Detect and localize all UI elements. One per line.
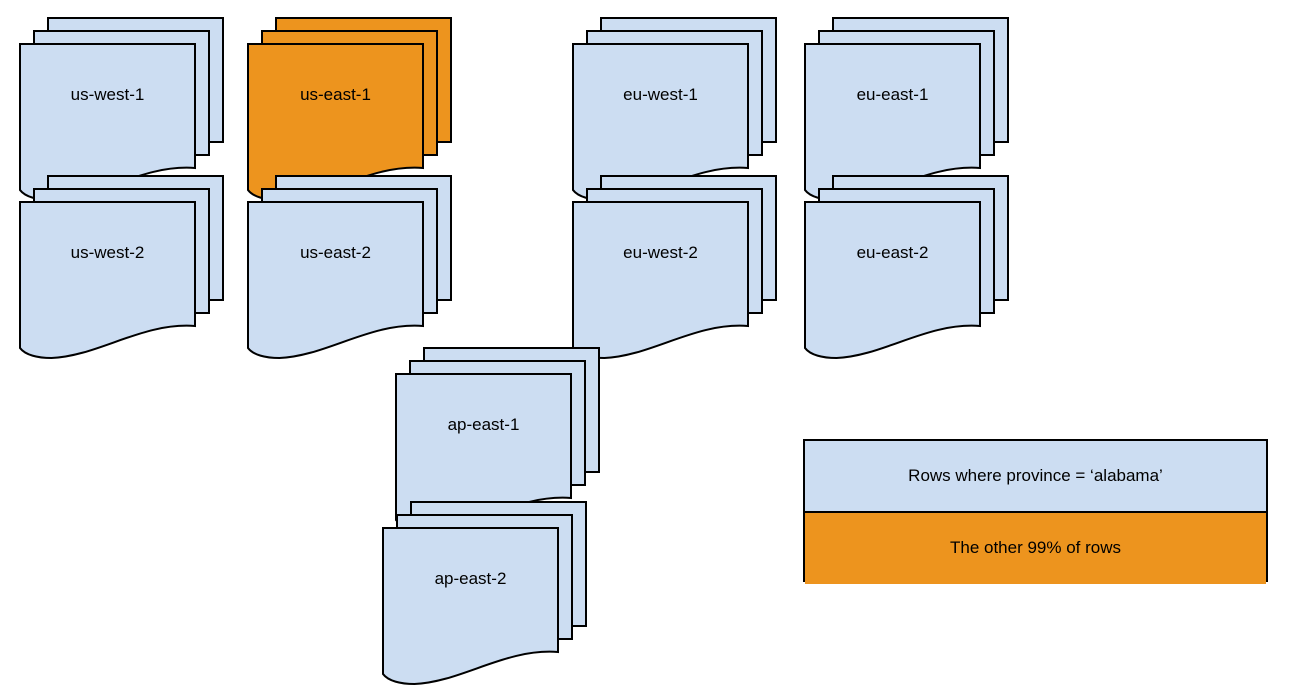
document-stack-shape	[572, 17, 777, 202]
document-stack-shape	[382, 501, 587, 686]
legend-row-legend-orange: The other 99% of rows	[805, 512, 1266, 584]
document-sheet-front	[382, 527, 559, 686]
legend: Rows where province = ‘alabama’ The other…	[803, 439, 1268, 584]
document-stack-shape	[247, 17, 452, 202]
document-sheet-front	[804, 201, 981, 360]
region-node-eu-east-2[interactable]: eu-east-2	[804, 175, 1012, 362]
document-stack-shape	[804, 17, 1009, 202]
region-node-us-east-1[interactable]: us-east-1	[247, 17, 455, 204]
document-stack-shape	[572, 175, 777, 360]
document-sheet-front	[247, 201, 424, 360]
legend-row-legend-blue: Rows where province = ‘alabama’	[805, 441, 1266, 513]
document-stack-shape	[19, 17, 224, 202]
legend-label-legend-blue: Rows where province = ‘alabama’	[908, 465, 1163, 485]
region-node-eu-west-1[interactable]: eu-west-1	[572, 17, 780, 204]
region-node-us-west-1[interactable]: us-west-1	[19, 17, 227, 204]
document-sheet-front	[19, 201, 196, 360]
document-stack-shape	[19, 175, 224, 360]
document-sheet-front	[572, 201, 749, 360]
region-node-eu-west-2[interactable]: eu-west-2	[572, 175, 780, 362]
document-stack-shape	[247, 175, 452, 360]
document-stack-shape	[804, 175, 1009, 360]
region-node-us-west-2[interactable]: us-west-2	[19, 175, 227, 362]
region-node-ap-east-2[interactable]: ap-east-2	[382, 501, 590, 688]
legend-label-legend-orange: The other 99% of rows	[949, 538, 1122, 558]
region-node-us-east-2[interactable]: us-east-2	[247, 175, 455, 362]
